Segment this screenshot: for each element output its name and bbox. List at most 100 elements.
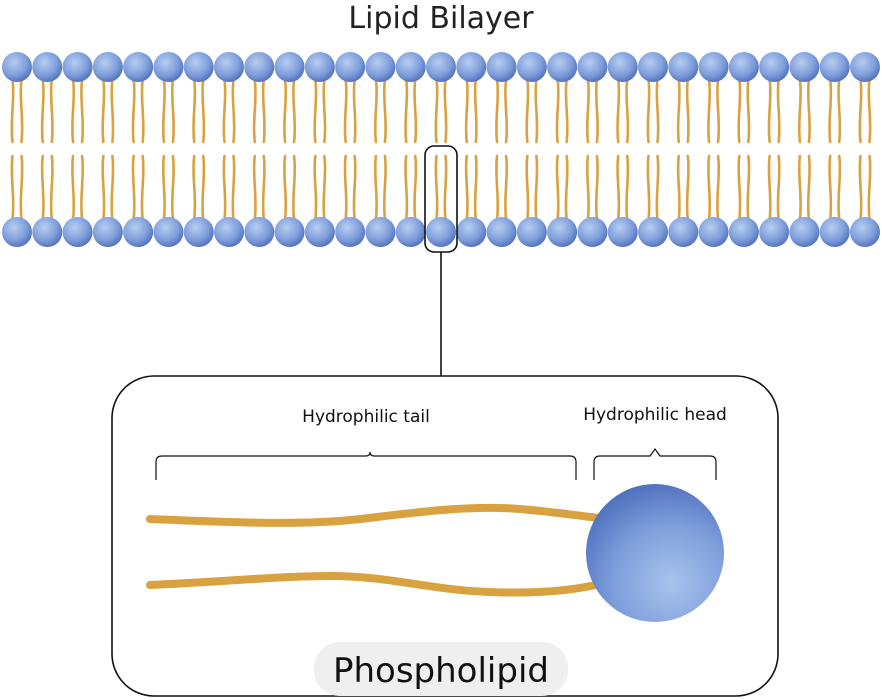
tail-upper bbox=[146, 503, 604, 527]
tail-bracket bbox=[155, 451, 577, 480]
lower-head bbox=[62, 217, 93, 247]
upper-tail bbox=[252, 78, 257, 144]
bilayer-heads bbox=[2, 52, 880, 247]
upper-tail bbox=[858, 78, 863, 144]
upper-head bbox=[395, 52, 426, 82]
upper-tail bbox=[646, 78, 651, 144]
upper-head bbox=[516, 52, 547, 82]
upper-head bbox=[153, 52, 184, 82]
upper-tail bbox=[767, 78, 772, 144]
lower-head bbox=[183, 217, 214, 247]
upper-tail bbox=[564, 78, 569, 144]
upper-head bbox=[244, 52, 275, 82]
tail-label: Hydrophilic tail bbox=[302, 407, 430, 427]
lower-head bbox=[819, 217, 850, 247]
lower-tail bbox=[767, 154, 772, 221]
upper-tail bbox=[170, 78, 175, 144]
upper-head bbox=[850, 52, 880, 82]
lower-tail bbox=[806, 154, 811, 221]
lower-tail bbox=[585, 154, 590, 221]
lower-tail bbox=[655, 154, 660, 221]
lower-tail bbox=[170, 154, 175, 221]
lower-tail bbox=[131, 154, 136, 221]
lower-head bbox=[759, 217, 790, 247]
upper-head bbox=[62, 52, 93, 82]
upper-tail bbox=[49, 78, 54, 144]
lower-tail bbox=[161, 154, 166, 221]
lower-tail bbox=[746, 154, 751, 221]
upper-head bbox=[365, 52, 396, 82]
upper-head bbox=[426, 52, 456, 82]
lower-tail bbox=[434, 154, 439, 221]
lower-tail bbox=[49, 154, 54, 221]
lower-tail bbox=[473, 154, 478, 221]
lower-tail bbox=[828, 154, 833, 221]
lower-head bbox=[638, 217, 668, 247]
upper-tail bbox=[131, 78, 136, 144]
upper-tail bbox=[110, 78, 115, 144]
upper-tail bbox=[322, 78, 327, 144]
upper-head bbox=[32, 52, 63, 82]
phospholipid-head bbox=[586, 484, 724, 622]
upper-head bbox=[638, 52, 668, 82]
lower-tail bbox=[71, 154, 76, 221]
upper-tail bbox=[313, 78, 318, 144]
upper-tail bbox=[80, 78, 85, 144]
lower-tail bbox=[10, 154, 15, 221]
upper-tail bbox=[867, 78, 872, 144]
upper-tail bbox=[707, 78, 712, 144]
upper-head bbox=[759, 52, 790, 82]
upper-tail bbox=[434, 78, 439, 144]
lower-tail bbox=[19, 154, 24, 221]
lower-tail bbox=[464, 154, 469, 221]
upper-head bbox=[819, 52, 850, 82]
upper-tail bbox=[585, 78, 590, 144]
upper-tail bbox=[828, 78, 833, 144]
upper-tail bbox=[464, 78, 469, 144]
molecule-label: Phospholipid bbox=[333, 651, 549, 691]
upper-head bbox=[335, 52, 366, 82]
lower-head bbox=[668, 217, 699, 247]
upper-tail bbox=[343, 78, 348, 144]
upper-tail bbox=[495, 78, 500, 144]
upper-tail bbox=[443, 78, 448, 144]
upper-head bbox=[92, 52, 123, 82]
upper-tail bbox=[352, 78, 357, 144]
lower-head bbox=[123, 217, 154, 247]
lower-tail bbox=[797, 154, 802, 221]
lower-tail bbox=[382, 154, 387, 221]
upper-tail bbox=[776, 78, 781, 144]
lower-head bbox=[426, 217, 456, 247]
lower-tail bbox=[110, 154, 115, 221]
lower-tail bbox=[313, 154, 318, 221]
upper-head bbox=[183, 52, 214, 82]
upper-tail bbox=[525, 78, 530, 144]
lower-tail bbox=[222, 154, 227, 221]
upper-head bbox=[577, 52, 608, 82]
lower-head bbox=[274, 217, 305, 247]
upper-head bbox=[547, 52, 578, 82]
lower-tail bbox=[534, 154, 539, 221]
lower-head bbox=[728, 217, 759, 247]
upper-tail bbox=[655, 78, 660, 144]
upper-tail bbox=[10, 78, 15, 144]
lower-tail bbox=[231, 154, 236, 221]
tail-lower bbox=[146, 571, 604, 597]
upper-tail bbox=[413, 78, 418, 144]
bilayer-tails bbox=[10, 78, 872, 221]
lower-tail bbox=[101, 154, 106, 221]
lower-head bbox=[395, 217, 426, 247]
diagram-title: Lipid Bilayer bbox=[348, 1, 534, 36]
lower-tail bbox=[776, 154, 781, 221]
upper-head bbox=[274, 52, 305, 82]
upper-head bbox=[728, 52, 759, 82]
lower-tail bbox=[525, 154, 530, 221]
head-bracket bbox=[593, 447, 717, 480]
upper-head bbox=[456, 52, 487, 82]
upper-tail bbox=[797, 78, 802, 144]
lower-tail bbox=[594, 154, 599, 221]
lower-tail bbox=[80, 154, 85, 221]
lower-tail bbox=[616, 154, 621, 221]
upper-tail bbox=[373, 78, 378, 144]
lower-tail bbox=[837, 154, 842, 221]
